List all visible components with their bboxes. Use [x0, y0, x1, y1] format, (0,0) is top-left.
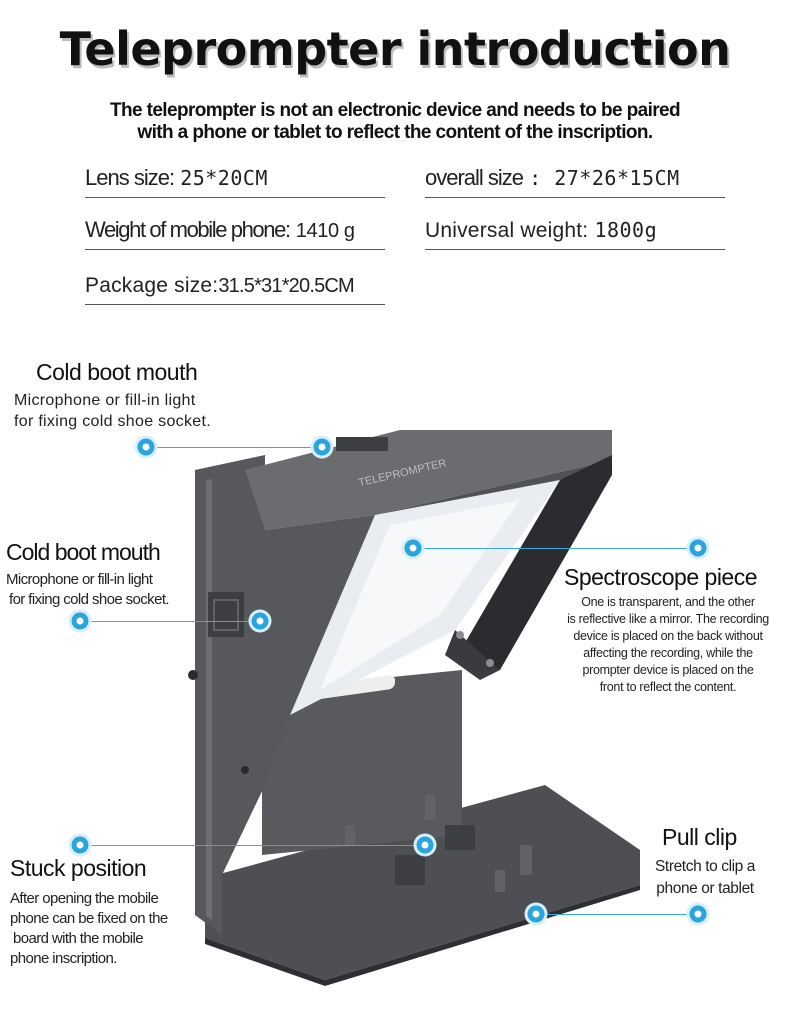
callout-pull-clip-desc: Stretch to clip a phone or tablet	[640, 856, 770, 900]
spec-universal-weight: Universal weight: 1800g	[425, 217, 725, 250]
callout-spectroscope-dot-icon	[689, 539, 707, 557]
subtitle-line-1: The teleprompter is not an electronic de…	[109, 100, 681, 121]
spec-package-size-value: 31.5*31*20.5CM	[218, 275, 354, 297]
callout-spectroscope-target-icon	[404, 539, 422, 557]
hood-side	[265, 515, 375, 785]
callout-spectroscope-desc-2: is reflective like a mirror. The recordi…	[567, 612, 769, 626]
callout-cold-boot-top-desc-1: Microphone or fill-in light	[14, 392, 196, 409]
spec-phone-weight-value: 1410 g	[295, 220, 355, 242]
side-panel	[195, 455, 265, 935]
back-panel	[262, 670, 462, 855]
callout-pull-clip-target-icon	[527, 905, 545, 923]
callout-spectroscope-desc: One is transparent, and the other is ref…	[548, 594, 788, 696]
spec-universal-weight-label: Universal weight:	[425, 219, 589, 242]
clip-left	[345, 825, 355, 845]
spec-overall-size-value: : 27*26*15CM	[529, 166, 680, 190]
subtitle-line-2: with a phone or tablet to reflect the co…	[137, 122, 653, 143]
cold-shoe-top	[336, 437, 388, 451]
callout-cold-boot-side-dot-icon	[71, 612, 89, 630]
callout-cold-boot-side-target-icon	[251, 612, 269, 630]
callout-stuck-position-title: Stuck position	[10, 855, 147, 881]
hood-top	[245, 430, 612, 530]
callout-cold-boot-side-title: Cold boot mouth	[6, 539, 161, 565]
callout-pull-clip-desc-1: Stretch to clip a	[654, 858, 756, 875]
callout-pull-clip-desc-2: phone or tablet	[656, 880, 754, 897]
callout-stuck-position-desc-1: After opening the mobile	[10, 890, 159, 907]
callout-stuck-position-line	[80, 845, 425, 847]
spec-package-size-label: Package size:	[85, 274, 219, 297]
stuck-slot	[395, 855, 425, 885]
callout-cold-boot-top-desc: Microphone or fill-in light for fixing c…	[14, 390, 211, 432]
spec-lens-size-value: 25*20CM	[180, 166, 268, 190]
hood-arm	[455, 455, 612, 670]
spec-package-size: Package size:31.5*31*20.5CM	[85, 272, 385, 305]
callout-stuck-position-desc-4: phone inscription.	[10, 950, 117, 967]
callout-cold-boot-top-line	[146, 447, 322, 449]
page-subtitle: The teleprompter is not an electronic de…	[40, 100, 750, 144]
callout-spectroscope-desc-3: device is placed on the back without	[573, 629, 763, 643]
callout-cold-boot-top-title: Cold boot mouth	[36, 359, 198, 385]
callout-spectroscope-desc-6: front to reflect the content.	[599, 680, 737, 694]
page-title: Teleprompter introduction	[59, 22, 731, 76]
callout-pull-clip-title: Pull clip	[662, 824, 737, 850]
callout-spectroscope-desc-5: prompter device is placed on the	[582, 663, 754, 677]
spec-lens-size-label: Lens size:	[85, 165, 175, 190]
callout-cold-boot-side-desc: Microphone or fill-in light for fixing c…	[6, 570, 170, 610]
callout-stuck-position-dot-icon	[71, 836, 89, 854]
spec-phone-weight: Weight of mobile phone: 1410 g	[85, 217, 385, 250]
spec-overall-size-label: overall size	[425, 165, 524, 190]
callout-pull-clip-dot-icon	[689, 905, 707, 923]
knob	[188, 670, 198, 680]
callout-stuck-position-desc: After opening the mobile phone can be fi…	[10, 889, 168, 969]
spec-universal-weight-value: 1800g	[594, 218, 658, 242]
spec-overall-size: overall size : 27*26*15CM	[425, 165, 725, 198]
callout-spectroscope-title: Spectroscope piece	[564, 564, 758, 590]
callout-spectroscope-line	[413, 548, 698, 550]
clip-right	[520, 845, 532, 875]
teleprompter-illustration: TELEPROMPTER	[188, 430, 640, 986]
callout-cold-boot-side-line	[80, 621, 260, 623]
callout-stuck-position-desc-2: phone can be fixed on the	[10, 910, 168, 927]
callout-spectroscope-desc-1: One is transparent, and the other	[581, 595, 755, 609]
callout-pull-clip-line	[536, 914, 698, 916]
callout-cold-boot-side-desc-1: Microphone or fill-in light	[6, 571, 153, 588]
callout-stuck-position-target-icon	[416, 836, 434, 854]
callout-stuck-position-desc-3: board with the mobile	[13, 930, 144, 947]
callout-cold-boot-side-desc-2: for fixing cold shoe socket.	[9, 591, 170, 608]
spec-phone-weight-label: Weight of mobile phone:	[85, 217, 291, 242]
callout-cold-boot-top-desc-2: for fixing cold shoe socket.	[14, 413, 211, 430]
callout-cold-boot-top-target-icon	[313, 438, 331, 456]
callout-spectroscope-desc-4: affecting the recording, while the	[583, 646, 753, 660]
callout-cold-boot-top-dot-icon	[137, 438, 155, 456]
spec-lens-size: Lens size: 25*20CM	[85, 165, 385, 198]
